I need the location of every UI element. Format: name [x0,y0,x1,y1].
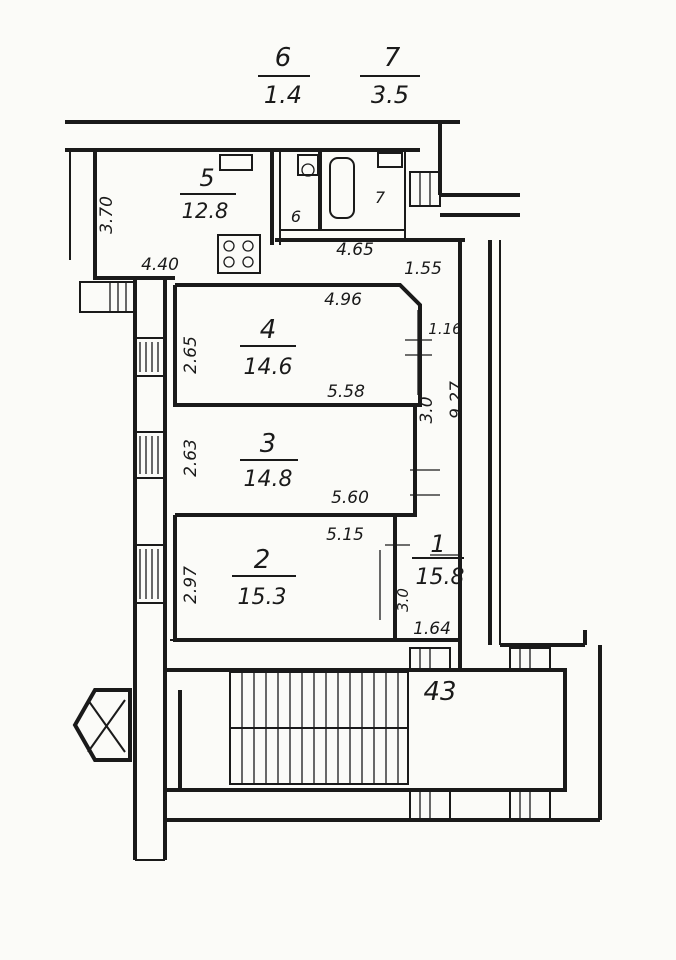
dim-2-65: 2.65 [181,336,201,374]
stair-number: 43 [423,677,456,707]
dim-4-40: 4.40 [141,255,179,275]
dim-3-0: 3.0 [417,396,437,423]
room-2-number: 2 [254,545,271,575]
bay-window [72,688,132,762]
dim-9-27: 9.27 [447,381,467,419]
room-6-area: 1.4 [264,81,302,109]
fixtures [217,152,403,274]
bathtub-icon [329,157,355,219]
room-7-area: 3.5 [371,81,409,109]
dimensions: 3.70 4.40 4.65 1.55 4.96 1.16 2.65 5.58 … [97,196,467,639]
room-4-area: 14.6 [244,355,293,380]
room-3-area: 14.8 [244,467,293,492]
dim-5-60: 5.60 [331,488,369,508]
windows-left [79,171,441,604]
dim-2-63: 2.63 [181,439,201,477]
dim-4-65: 4.65 [336,240,374,260]
dim-2-97: 2.97 [181,566,201,604]
dim-3-70: 3.70 [97,196,117,234]
dim-3-0-b: 3.0 [394,588,412,612]
top-room-6: 6 1.4 [258,43,310,109]
room-3: 3 14.8 [240,429,298,492]
dim-4-96: 4.96 [324,290,362,310]
dim-1-55: 1.55 [404,259,442,279]
sink-icon [219,154,253,171]
room-6-number: 6 [275,43,292,73]
staircase [229,647,551,821]
room-5-area: 12.8 [182,199,229,223]
room-4-number: 4 [260,315,277,345]
room-1-number: 1 [430,530,445,558]
room-3-number: 3 [260,429,277,459]
stove-icon [217,234,261,274]
room-5-number: 5 [199,164,214,192]
dimension-ticks [379,310,460,620]
room-2: 2 15.3 [232,545,296,610]
room-1-area: 15.8 [416,565,465,590]
room-1: 1 15.8 [412,530,464,590]
room-5: 5 12.8 [180,164,236,223]
top-room-7: 7 3.5 [360,43,420,109]
room-4: 4 14.6 [240,315,296,380]
toilet-icon [297,154,319,176]
bath-label-7: 7 [375,188,386,207]
room-2-area: 15.3 [238,585,287,610]
dim-5-15: 5.15 [326,525,364,545]
dim-5-58: 5.58 [327,382,365,402]
washbasin-icon [377,152,403,168]
room-7-number: 7 [384,43,401,73]
dim-1-64: 1.64 [413,619,451,639]
dim-1-16: 1.16 [428,320,461,338]
bath-label-6: 6 [291,207,301,226]
